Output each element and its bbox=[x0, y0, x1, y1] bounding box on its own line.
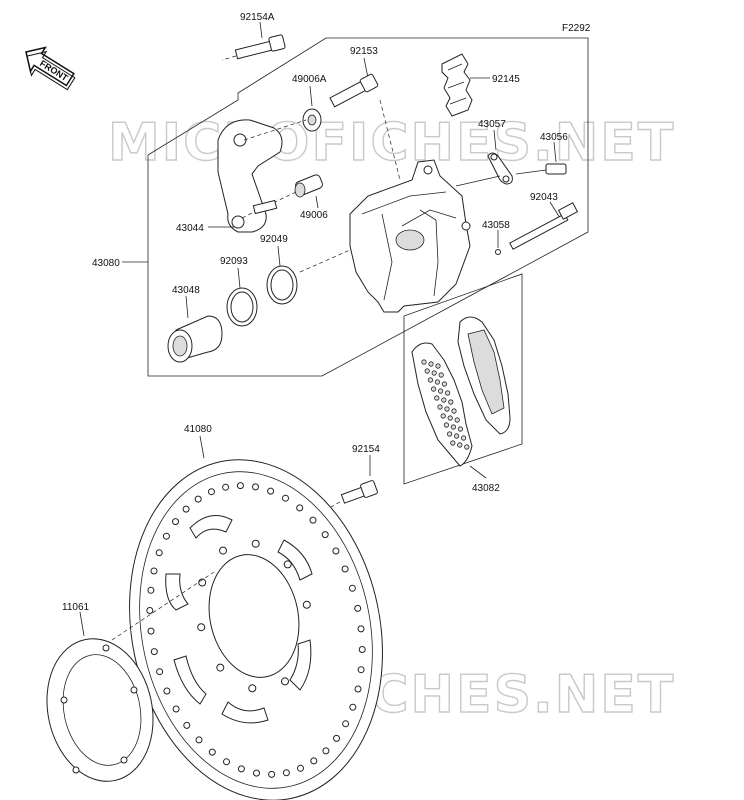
boot-49006-icon bbox=[294, 174, 323, 209]
seal-92093-icon bbox=[226, 267, 258, 327]
bleeder-valve-43056-icon bbox=[515, 141, 567, 175]
clip-43058-icon bbox=[495, 230, 501, 255]
label-43057: 43057 bbox=[478, 119, 506, 130]
label-92153: 92153 bbox=[350, 46, 378, 57]
label-92145: 92145 bbox=[492, 74, 520, 85]
label-49006a: 49006A bbox=[292, 74, 327, 85]
bolt-92154a-icon bbox=[221, 21, 286, 61]
label-43048: 43048 bbox=[172, 285, 200, 296]
seal-92049-icon bbox=[266, 245, 298, 305]
figure-code: F2292 bbox=[562, 23, 591, 34]
label-11061: 11061 bbox=[62, 602, 90, 613]
front-arrow-icon: FRONT bbox=[25, 46, 76, 91]
label-43082: 43082 bbox=[472, 483, 500, 494]
label-43056: 43056 bbox=[540, 132, 568, 143]
caliper-assembly-outline bbox=[147, 37, 589, 377]
pad-pin-92043-icon bbox=[509, 201, 579, 250]
label-92043: 92043 bbox=[530, 192, 558, 203]
brake-pads-outline bbox=[403, 273, 523, 485]
caliper-body-icon bbox=[299, 99, 471, 313]
label-92154a: 92154A bbox=[240, 12, 275, 23]
label-43044: 43044 bbox=[176, 223, 204, 234]
brake-disc-41080-icon bbox=[129, 459, 383, 800]
bracket-43044-icon bbox=[217, 119, 307, 233]
label-92154: 92154 bbox=[352, 444, 380, 455]
shim-11061-icon bbox=[46, 571, 215, 782]
spring-plate-92145-icon bbox=[441, 53, 473, 117]
label-43080: 43080 bbox=[92, 258, 120, 269]
label-92093: 92093 bbox=[220, 256, 248, 267]
brake-pad-right-icon bbox=[457, 316, 511, 435]
bleeder-cap-43057-icon bbox=[455, 129, 513, 187]
watermark-top: MICROFICHES.NET bbox=[108, 113, 675, 173]
label-49006: 49006 bbox=[300, 210, 328, 221]
pin-92153-icon bbox=[329, 57, 379, 108]
label-92049: 92049 bbox=[260, 234, 288, 245]
piston-43048-icon bbox=[167, 295, 223, 363]
boot-49006a-icon bbox=[302, 85, 322, 132]
label-41080: 41080 bbox=[184, 424, 212, 435]
label-43058: 43058 bbox=[482, 220, 510, 231]
bolt-92154-icon bbox=[235, 455, 378, 561]
brake-pad-left-icon bbox=[411, 342, 473, 467]
